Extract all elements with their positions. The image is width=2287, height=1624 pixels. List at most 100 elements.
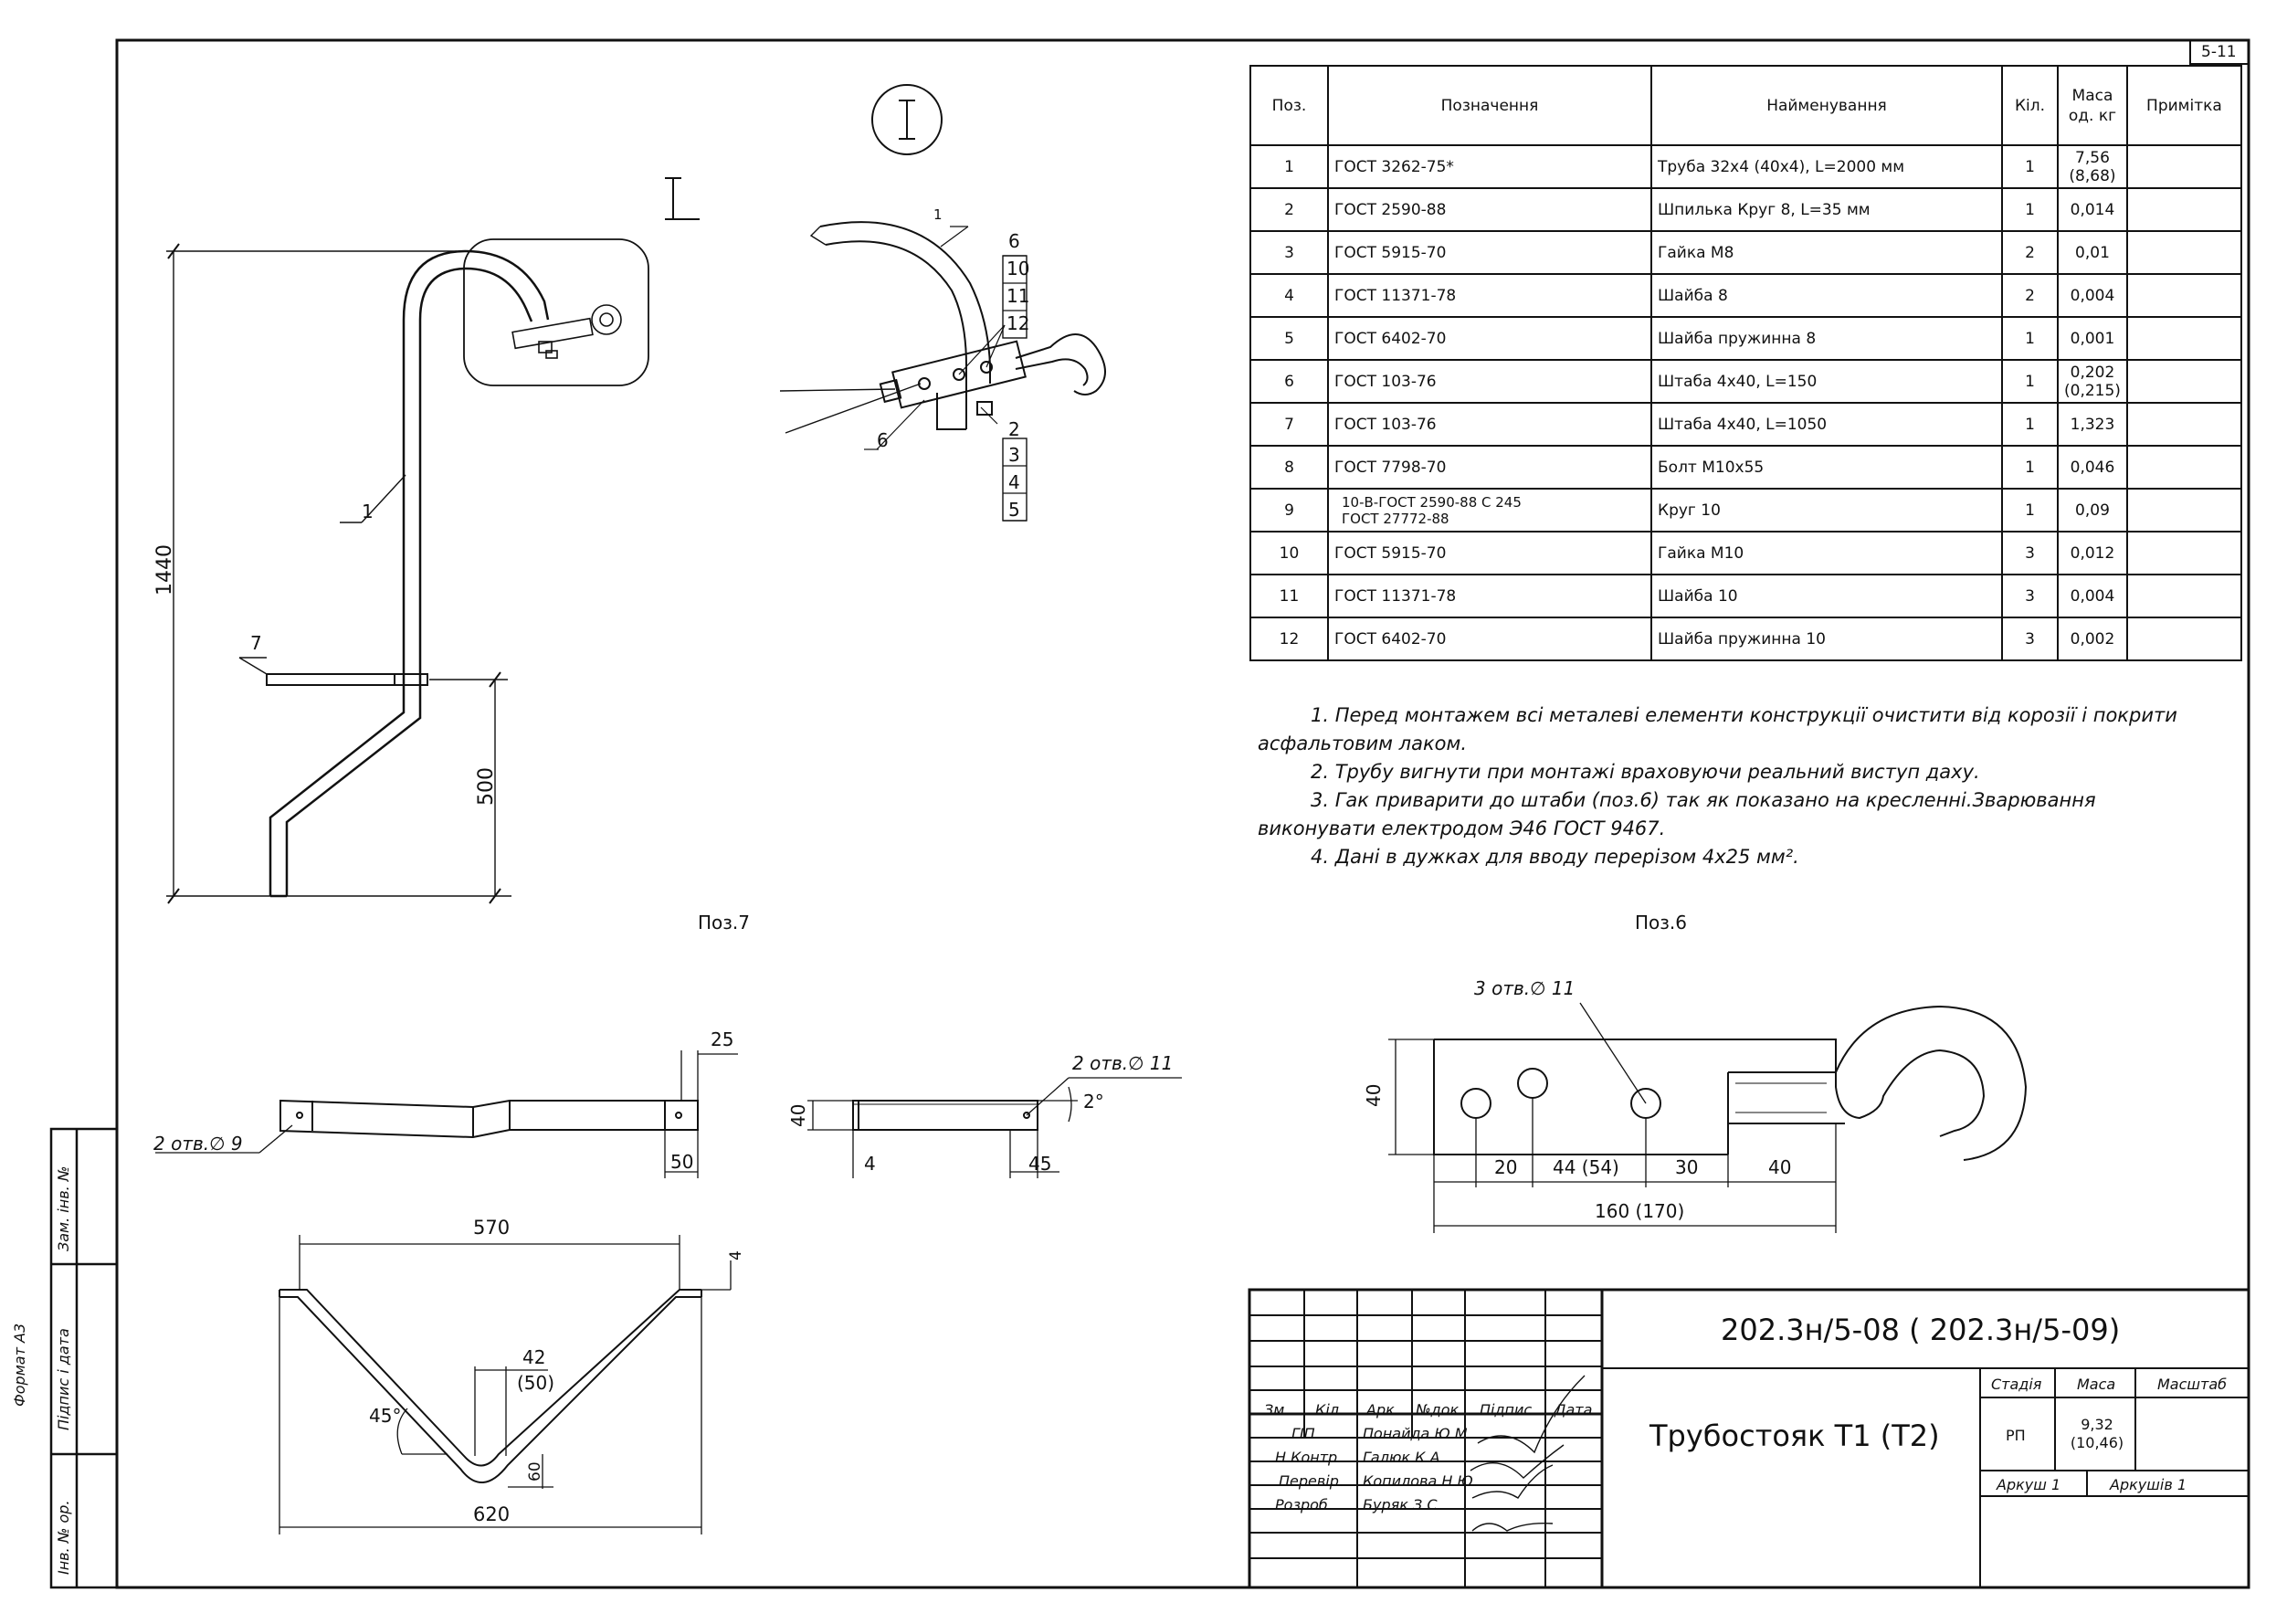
riser-pipe [269,249,550,898]
spec-pos: 12 [1249,617,1329,661]
spec-note [2125,402,2242,447]
tb-stage: РП [2006,1427,2026,1444]
format-label: Формат А3 [11,1323,28,1407]
spec-note [2125,574,2242,618]
side-stamp-3: Інв. № ор. [55,1500,72,1575]
tb-role-3: Перевір. [1279,1472,1344,1490]
spec-qty: 2 [2001,230,2059,275]
spec-pos: 8 [1249,445,1329,490]
spec-code: ГОСТ 11371-78 [1327,273,1652,318]
tb-hdr-ark: Арк. [1366,1401,1399,1418]
main-dimensions [166,243,511,904]
spec-code: ГОСТ 6402-70 [1327,316,1652,361]
spec-note [2125,445,2242,490]
spec-name: Круг 10 [1650,488,2003,533]
poz6-d44: 44 (54) [1553,1156,1619,1178]
poz7-title: Поз.7 [698,912,750,933]
poz7-d620: 620 [473,1503,511,1525]
detail-label-12: 12 [1006,312,1030,334]
poz7-bent-view [279,1235,732,1534]
tb-scale-label: Масштаб [2157,1376,2228,1393]
poz7-d570: 570 [473,1217,511,1239]
poz7-top-view [155,1050,738,1178]
note-3: 3. Гак приварити до штаби (поз.6) так як… [1258,789,2096,839]
poz7-d50b: (50) [517,1372,555,1394]
tb-name-2: Галюк К.А. [1363,1449,1445,1466]
spec-name: Штаба 4х40, L=150 [1650,359,2003,404]
spec-pos: 11 [1249,574,1329,618]
spec-mass: 0,046 [2057,445,2128,490]
poz7-angle: 45° [369,1405,402,1427]
spec-mass: 0,001 [2057,316,2128,361]
spec-qty: 1 [2001,445,2059,490]
poz6-total: 160 (170) [1595,1200,1685,1222]
spec-header-row: Поз. Позначення Найменування Кіл. Маса о… [1249,65,2242,146]
spec-qty: 1 [2001,316,2059,361]
detail-label-11: 11 [1006,285,1030,307]
spec-qty: 2 [2001,273,2059,318]
spec-name: Гайка М8 [1650,230,2003,275]
note-4: 4. Дані в дужках для вводу перерізом 4х2… [1311,846,1799,868]
detail-label-3: 3 [1008,444,1020,466]
spec-qty: 3 [2001,531,2059,575]
spec-name: Шайба 8 [1650,273,2003,318]
spec-code: ГОСТ 3262-75* [1327,144,1652,189]
main-pos-1: 1 [362,501,374,522]
tb-hdr-ndok: №док. [1416,1401,1464,1418]
detail-label-4: 4 [1008,471,1020,493]
side-stamp-1: Зам. інв. № [55,1165,72,1251]
spec-qty: 1 [2001,359,2059,404]
spec-code: ГОСТ 5915-70 [1327,531,1652,575]
spec-note [2125,144,2242,189]
spec-table: Поз. Позначення Найменування Кіл. Маса о… [1249,65,2242,661]
section-mark [665,84,943,220]
tb-role-2: Н.Контр. [1275,1449,1343,1466]
spec-code: ГОСТ 11371-78 [1327,574,1652,618]
poz7-d42: 42 [522,1346,546,1368]
spec-qty: 1 [2001,187,2059,232]
poz7-d4: 4 [727,1250,745,1260]
spec-header-note: Примітка [2125,65,2242,146]
spec-note [2125,187,2242,232]
detail-label-2: 2 [1008,418,1020,440]
title-block-grid [1248,1288,2250,1589]
spec-name: Шайба пружинна 10 [1650,617,2003,661]
signatures [1470,1375,1586,1532]
spec-header-name: Найменування [1650,65,2003,146]
spec-note [2125,617,2242,661]
tb-name-1: Понайда Ю.М. [1363,1425,1472,1442]
detail-label-6: 6 [877,429,889,451]
side-d4: 4 [864,1153,876,1175]
doc-code: 202.3н/5-08 ( 202.3н/5-09) [1721,1313,2121,1347]
tb-stage-label: Стадія [1991,1376,2042,1393]
drawing-title: Трубостояк Т1 (Т2) [1649,1418,1940,1453]
side-angle: 2° [1083,1091,1104,1113]
outer-frame [115,38,2250,1589]
spec-pos: 3 [1249,230,1329,275]
spec-header-code: Позначення [1327,65,1652,146]
detail-label-6-top: 6 [1008,230,1020,252]
spec-mass: 0,01 [2057,230,2128,275]
tb-hdr-zm: Зм. [1264,1401,1290,1418]
spec-mass: 0,014 [2057,187,2128,232]
tb-name-4: Буряк З.С. [1363,1496,1442,1513]
spec-name: Шайба пружинна 8 [1650,316,2003,361]
spec-pos: 1 [1249,144,1329,189]
spec-mass: 0,09 [2057,488,2128,533]
sheet-ref: 5-11 [2201,43,2237,61]
spec-code: ГОСТ 6402-70 [1327,617,1652,661]
spec-pos: 9 [1249,488,1329,533]
tb-hdr-data: Дата [1555,1401,1593,1418]
poz6-title: Поз.6 [1635,912,1687,933]
spec-qty: 1 [2001,488,2059,533]
spec-mass: 0,012 [2057,531,2128,575]
main-dim-500: 500 [475,767,498,806]
spec-header-qty: Кіл. [2001,65,2059,146]
spec-qty: 1 [2001,144,2059,189]
poz7-holes: 2 отв.∅ 9 [153,1133,243,1155]
side-stamp [49,1127,119,1589]
